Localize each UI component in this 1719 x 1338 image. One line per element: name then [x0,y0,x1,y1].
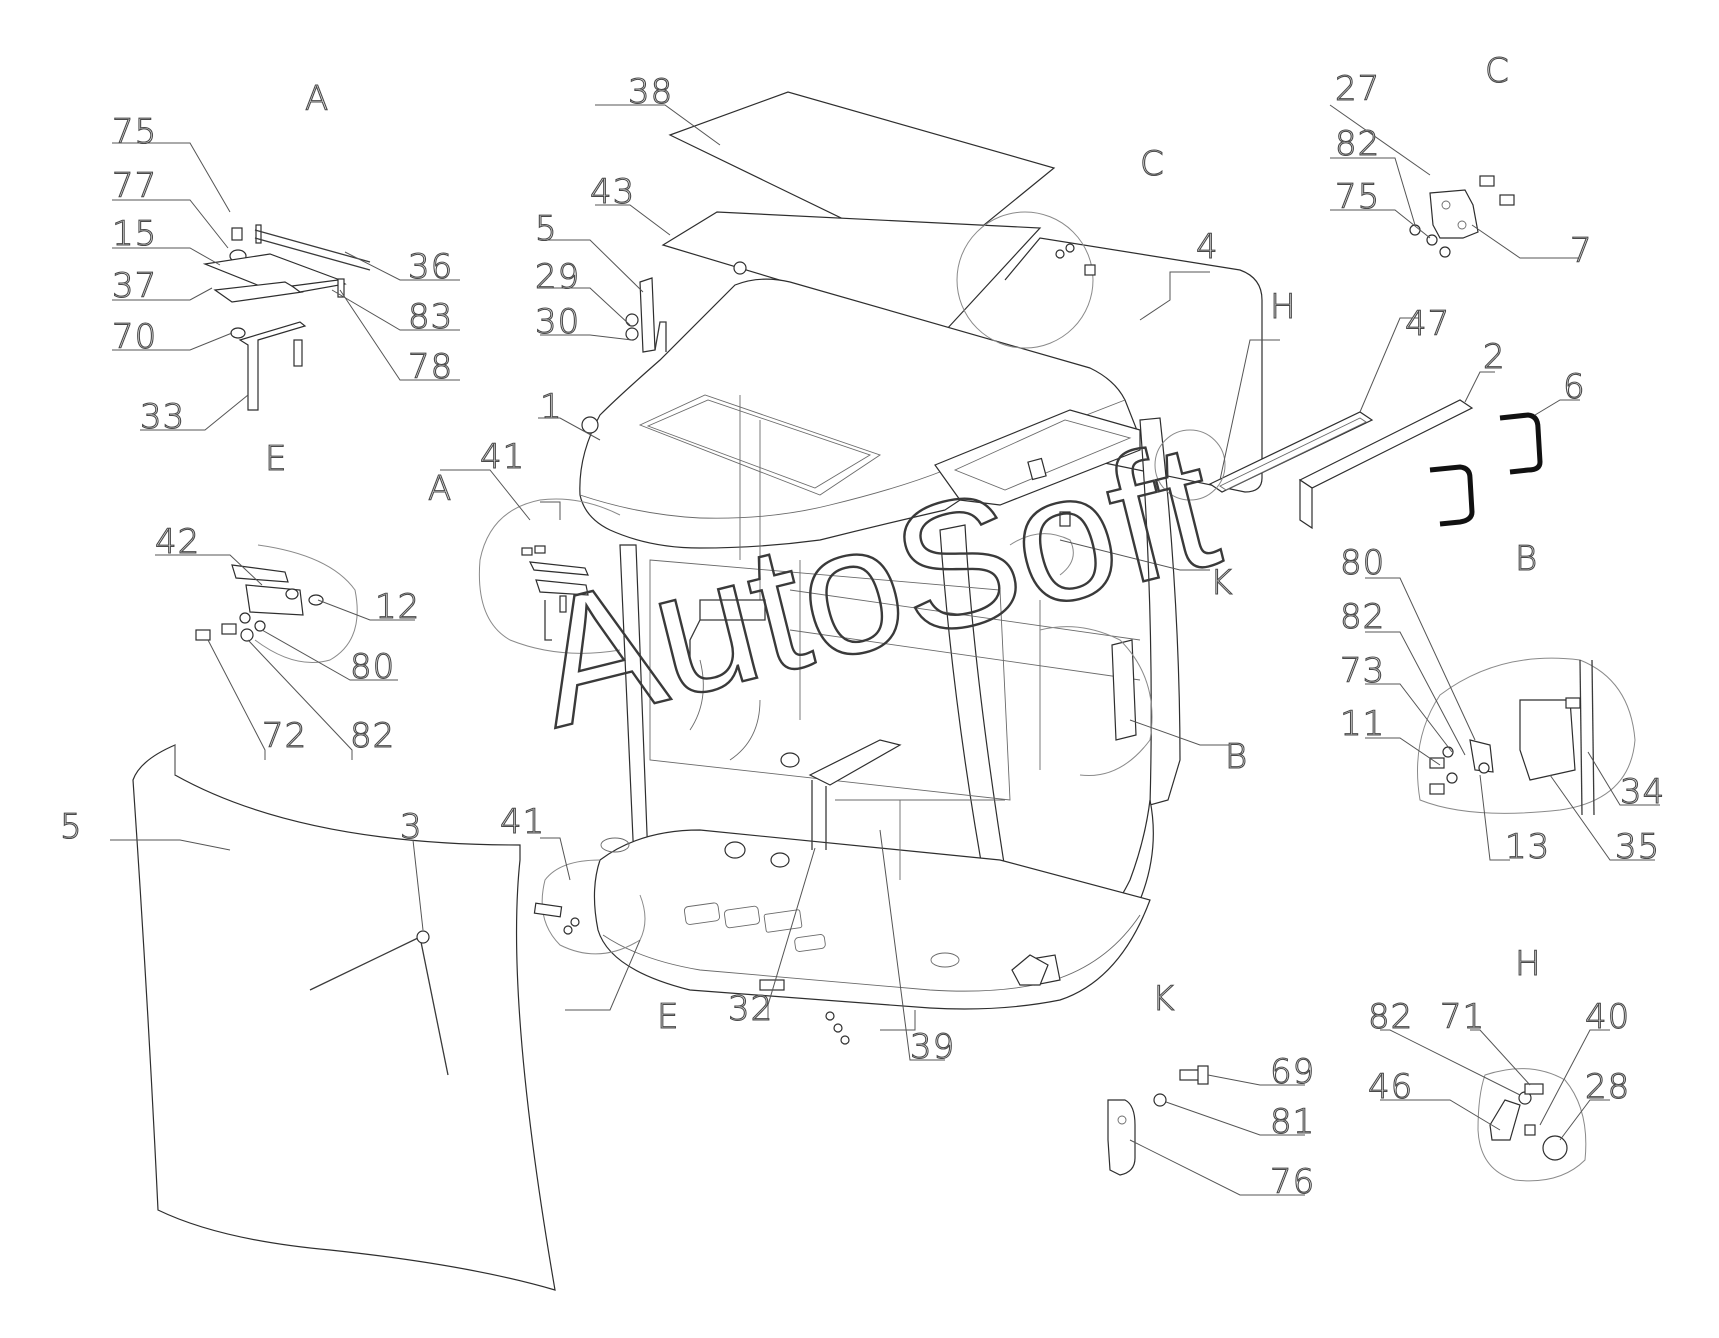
callout-82-e: 82 [350,716,395,756]
leader-lines [110,104,1660,1196]
callout-13: 13 [1505,827,1550,867]
callout-38: 38 [628,72,673,112]
callout-7: 7 [1570,231,1593,271]
rear-window-4 [1004,237,1263,493]
callout-numbers: 75 77 15 37 70 33 36 83 78 42 12 80 72 8… [59,68,1665,1202]
detail-A-hinge [202,224,371,411]
callout-78: 78 [408,347,453,387]
callout-28: 28 [1585,1067,1630,1107]
section-label-e: E [265,439,286,479]
section-label-c-circle: C [1140,144,1164,184]
callout-2: 2 [1483,337,1506,377]
callout-75-c: 75 [1335,177,1380,217]
section-label-b-circle: B [1225,737,1247,777]
callout-6: 6 [1563,367,1586,407]
callout-11: 11 [1340,704,1385,744]
callout-69: 69 [1270,1052,1315,1092]
callout-47: 47 [1405,304,1450,344]
section-label-h-circle: H [1270,287,1296,327]
callout-40: 40 [1585,997,1630,1037]
detail-C-hinge [1409,175,1515,258]
callout-42: 42 [155,522,200,562]
callout-73: 73 [1340,651,1385,691]
callout-5-windshield: 5 [60,807,83,847]
callout-75: 75 [112,112,157,152]
callout-29: 29 [535,257,580,297]
callout-41-top: 41 [480,437,525,477]
detail-K-bracket [1107,1065,1209,1176]
callout-27: 27 [1335,69,1380,109]
section-label-a-circle: A [428,469,451,509]
section-label-k-circle: K [1210,563,1232,603]
callout-32: 32 [728,989,773,1029]
callout-15: 15 [112,214,157,254]
callout-77: 77 [112,166,157,206]
callout-43: 43 [590,172,635,212]
callout-76: 76 [1270,1162,1315,1202]
callout-4: 4 [1196,227,1219,267]
callout-80-e: 80 [350,647,395,687]
callout-1: 1 [540,387,563,427]
section-label-c: C [1485,51,1509,91]
section-label-k: K [1152,979,1174,1019]
detail-H-striker [1477,1068,1587,1182]
callout-39: 39 [910,1027,955,1067]
callout-72: 72 [262,716,307,756]
callout-5-top: 5 [535,209,558,249]
callout-33: 33 [140,397,185,437]
callout-83: 83 [408,297,453,337]
callout-80-b: 80 [1340,543,1385,583]
detail-E-latch [195,544,358,663]
callout-70: 70 [112,317,157,357]
detail-B-latch [1417,657,1636,816]
section-label-a: A [305,79,328,119]
callout-46: 46 [1368,1067,1413,1107]
callout-35: 35 [1615,827,1660,867]
main-fasteners [521,243,1096,1045]
detail-circles [478,211,1226,955]
callout-37: 37 [112,266,157,306]
callout-34: 34 [1620,772,1665,812]
callout-82-c: 82 [1335,124,1380,164]
callout-82-b: 82 [1340,597,1385,637]
section-label-e-circle: E [657,997,678,1037]
callout-3: 3 [400,807,423,847]
callout-82-h: 82 [1368,997,1413,1037]
cab-frame-1 [579,278,1543,1010]
callout-36: 36 [408,247,453,287]
windshield-5 [132,744,556,1291]
callout-41-bottom: 41 [500,802,545,842]
callout-81: 81 [1270,1102,1315,1142]
callout-30: 30 [535,302,580,342]
section-label-h: H [1515,944,1541,984]
callout-71: 71 [1440,997,1485,1037]
callout-12: 12 [375,587,420,627]
section-label-b: B [1515,539,1537,579]
